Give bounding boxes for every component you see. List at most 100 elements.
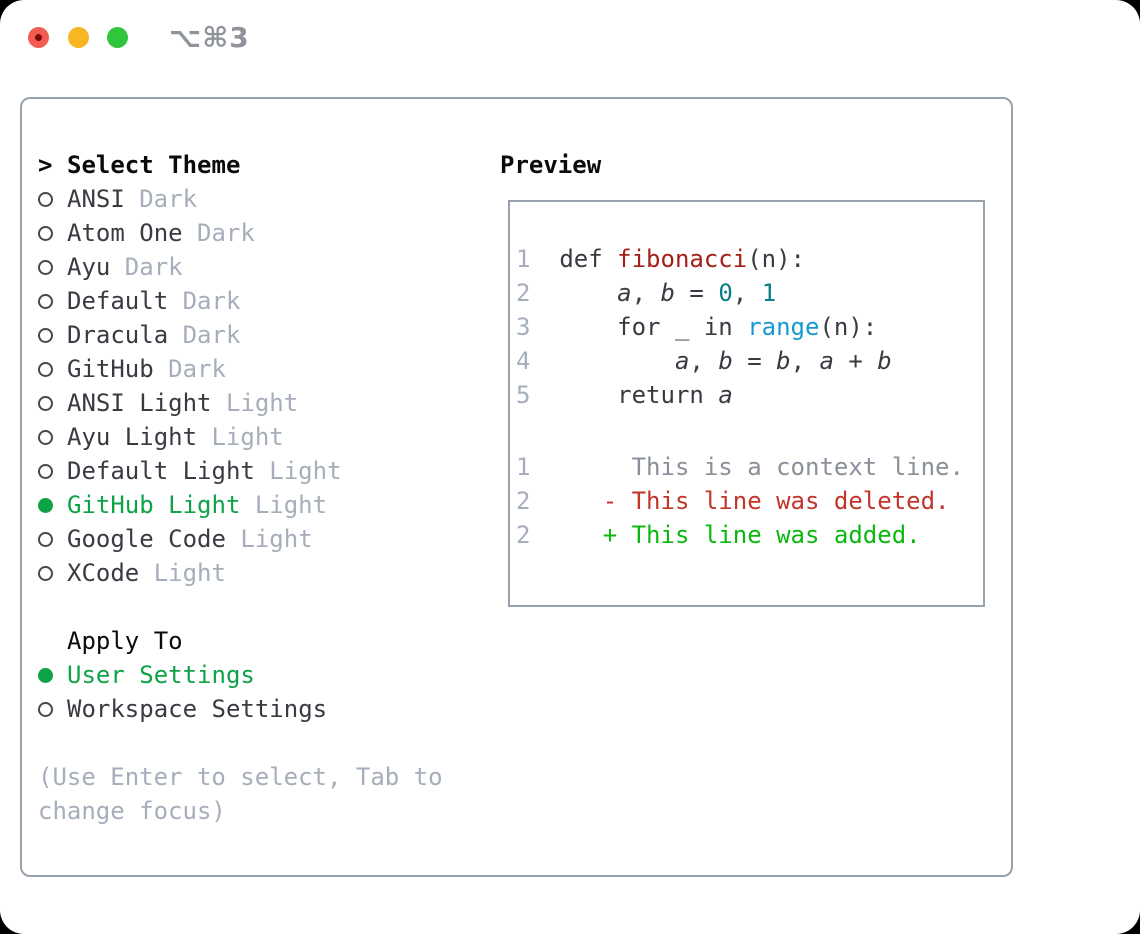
item-variant-label: Dark	[182, 321, 241, 349]
item-label: Workspace Settings	[67, 695, 328, 723]
code-line: 2 + This line was added.	[516, 518, 983, 552]
radio-icon	[38, 361, 53, 377]
code-line: 5 return a	[516, 378, 983, 412]
code-segment-var: b	[660, 279, 675, 307]
theme-item[interactable]: ANSI Light Light	[38, 386, 488, 420]
close-dot-icon	[35, 34, 42, 41]
code-line: 2 - This line was deleted.	[516, 484, 983, 518]
preview-column: Preview 1 def fibonacci(n):2 a, b = 0, 1…	[500, 148, 1000, 607]
radio-icon	[38, 259, 53, 275]
zoom-button[interactable]	[107, 27, 128, 48]
code-segment-var: a	[617, 279, 632, 307]
item-variant-label: Light	[225, 389, 299, 417]
code-segment-builtin: range	[747, 313, 820, 341]
minimize-button[interactable]	[68, 27, 89, 48]
code-line: 1 This is a context line.	[516, 450, 983, 484]
code-segment-var: b	[718, 347, 733, 375]
radio-icon	[38, 191, 53, 207]
code-line: 2 a, b = 0, 1	[516, 276, 983, 310]
item-label: Google Code	[67, 525, 226, 553]
item-label: User Settings	[67, 661, 255, 689]
item-variant-label: Dark	[168, 355, 226, 383]
radio-icon	[38, 531, 53, 547]
code-segment-code: (n):	[747, 245, 805, 273]
code-segment-ln: 3	[516, 313, 560, 341]
theme-item[interactable]: Default Dark	[38, 284, 488, 318]
code-line: 3 for _ in range(n):	[516, 310, 983, 344]
radio-icon	[38, 701, 53, 717]
code-segment-code: ,	[732, 279, 762, 307]
code-segment-var: b	[877, 347, 892, 375]
theme-item[interactable]: XCode Light	[38, 556, 488, 590]
code-segment-ctx: This is a context line.	[544, 453, 964, 481]
item-label: GitHub	[67, 355, 154, 383]
apply-to-label: Apply To	[67, 627, 183, 655]
item-label: Default	[67, 287, 169, 315]
theme-item[interactable]: Default Light Light	[38, 454, 488, 488]
code-segment-code: (n):	[819, 313, 878, 341]
item-label: Ayu	[67, 253, 111, 281]
code-segment-code	[559, 347, 675, 375]
code-segment-code	[559, 279, 617, 307]
item-label: ANSI Light	[67, 389, 212, 417]
radio-selected-icon	[38, 667, 53, 683]
item-label: XCode	[67, 559, 140, 587]
item-variant-label: Light	[269, 457, 342, 485]
code-segment-code: =	[674, 279, 719, 307]
code-segment-ln: 2	[516, 279, 560, 307]
radio-icon	[38, 293, 53, 309]
code-segment-code: ,	[631, 279, 661, 307]
code-segment-code	[545, 521, 603, 549]
item-variant-label: Dark	[182, 287, 241, 315]
focus-cursor: >	[38, 151, 53, 179]
item-label: Default Light	[67, 457, 255, 485]
code-segment-numc: 0	[718, 279, 733, 307]
theme-item[interactable]: Ayu Light Light	[38, 420, 488, 454]
code-segment-numc: 1	[761, 279, 777, 307]
item-variant-label: Light	[211, 423, 284, 451]
item-label: Ayu Light	[67, 423, 198, 451]
preview-label: Preview	[500, 151, 602, 179]
code-segment-func: fibonacci	[617, 245, 748, 273]
code-segment-del: - This line was deleted.	[602, 487, 950, 515]
code-segment-var: b	[776, 347, 791, 375]
apply-to-header: Apply To	[38, 624, 488, 658]
code-segment-code: for _ in	[559, 313, 748, 341]
code-segment-code: def	[559, 245, 618, 273]
window-title: ⌥⌘3	[169, 21, 250, 54]
code-segment-add: + This line was added.	[602, 521, 921, 549]
code-segment-ln: 1	[516, 453, 545, 481]
item-label: GitHub Light	[67, 491, 241, 519]
window-titlebar: ⌥⌘3	[0, 0, 1140, 97]
code-segment-ln: 2	[516, 521, 545, 549]
select-theme-label: Select Theme	[67, 151, 241, 179]
code-segment-var: a	[674, 347, 690, 375]
code-segment-var: a	[819, 347, 834, 375]
theme-item[interactable]: GitHub Dark	[38, 352, 488, 386]
apply-to-option[interactable]: User Settings	[38, 658, 488, 692]
item-variant-label: Dark	[124, 253, 183, 281]
theme-item[interactable]: Ayu Dark	[38, 250, 488, 284]
close-button[interactable]	[28, 27, 49, 48]
code-segment-ln: 4	[516, 347, 560, 375]
keyboard-hint: (Use Enter to select, Tab to change focu…	[38, 763, 443, 825]
radio-icon	[38, 225, 53, 241]
preview-header: Preview	[500, 148, 1000, 182]
item-label: ANSI	[67, 185, 125, 213]
item-variant-label: Light	[153, 559, 226, 587]
code-segment-code: +	[833, 347, 878, 375]
code-segment-code: =	[732, 347, 777, 375]
code-line: 1 def fibonacci(n):	[516, 242, 983, 276]
code-segment-code: return	[559, 381, 719, 409]
apply-to-option[interactable]: Workspace Settings	[38, 692, 488, 726]
